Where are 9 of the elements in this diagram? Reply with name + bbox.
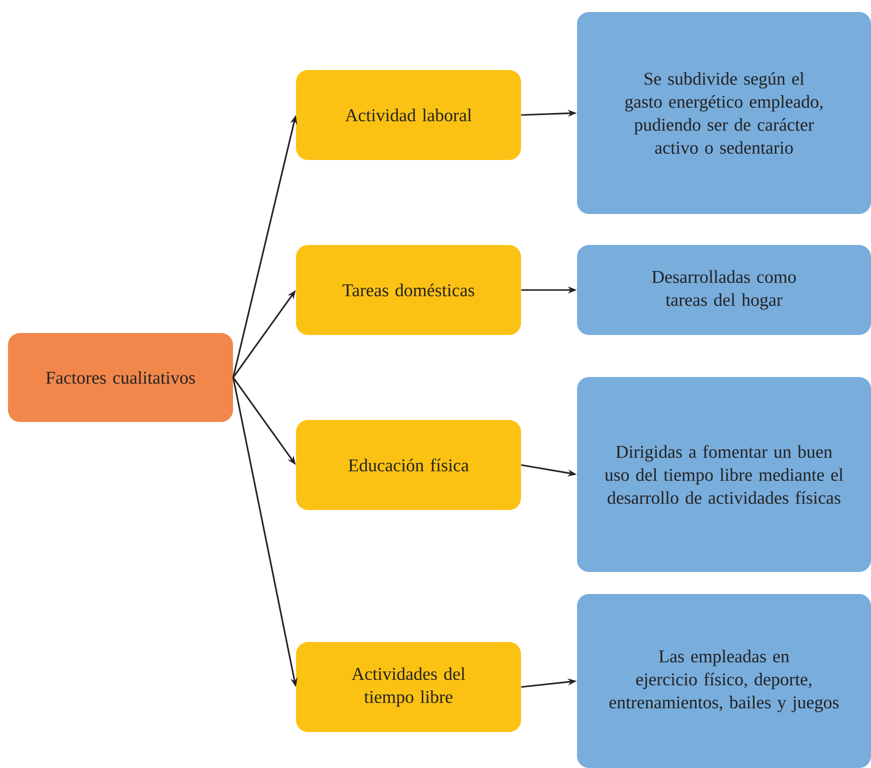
description-box: Desarrolladas como tareas del hogar: [577, 245, 871, 335]
item-box: Actividades del tiempo libre: [296, 642, 521, 732]
description-box: Las empleadas en ejercicio físico, deporte, entrenamientos, bailes y juegos: [577, 594, 871, 768]
description-box: Dirigidas a fomentar un buen uso del tiempo libre mediante el desarrollo de actividades físicas: [577, 377, 871, 572]
item-box: Actividad laboral: [296, 70, 521, 160]
category-box: Factores cualitativos: [8, 333, 233, 422]
item-box: Educación física: [296, 420, 521, 510]
description-box: Se subdivide según el gasto energético empleado, pudiendo ser de carácter activo o sedentario: [577, 12, 871, 214]
item-box: Tareas domésticas: [296, 245, 521, 335]
